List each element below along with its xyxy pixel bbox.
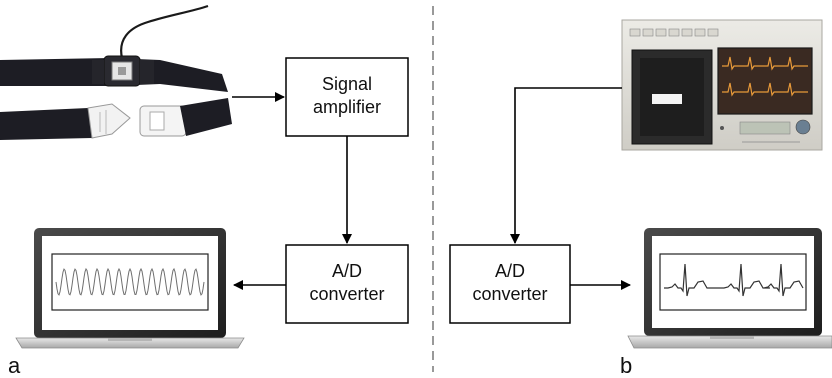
ad-converter-box-a: A/D converter: [285, 244, 409, 324]
amplifier-label-line2: amplifier: [313, 97, 381, 117]
laptop-b: [627, 228, 832, 349]
ecg-display-trace-bottom: [722, 82, 808, 97]
ecg-display: [717, 47, 813, 115]
laptop-b-screen-frame: [659, 253, 807, 311]
panel-label-b: b: [620, 353, 632, 378]
arrow-ecg-device-to-converter: [510, 87, 622, 244]
respiration-waveform: [55, 267, 205, 296]
ecg-display-trace-top: [722, 56, 808, 71]
ad-converter-box-b: A/D converter: [449, 244, 571, 324]
converter-b-label-line2: converter: [472, 284, 547, 304]
ecg-waveform: [664, 263, 804, 297]
converter-a-label-line2: converter: [309, 284, 384, 304]
converter-b-label-line1: A/D: [495, 261, 525, 281]
ecg-recorder-device: [621, 19, 823, 151]
panel-label-a: a: [8, 353, 21, 378]
signal-amplifier-box: Signal amplifier: [285, 57, 409, 137]
laptop-a-screen-frame: [51, 253, 209, 311]
amplifier-label-line1: Signal: [322, 74, 372, 94]
respiration-belt-sensor: [0, 4, 232, 140]
laptop-a: [15, 228, 245, 349]
device-buttons: [629, 28, 719, 37]
converter-a-label-line1: A/D: [332, 261, 362, 281]
